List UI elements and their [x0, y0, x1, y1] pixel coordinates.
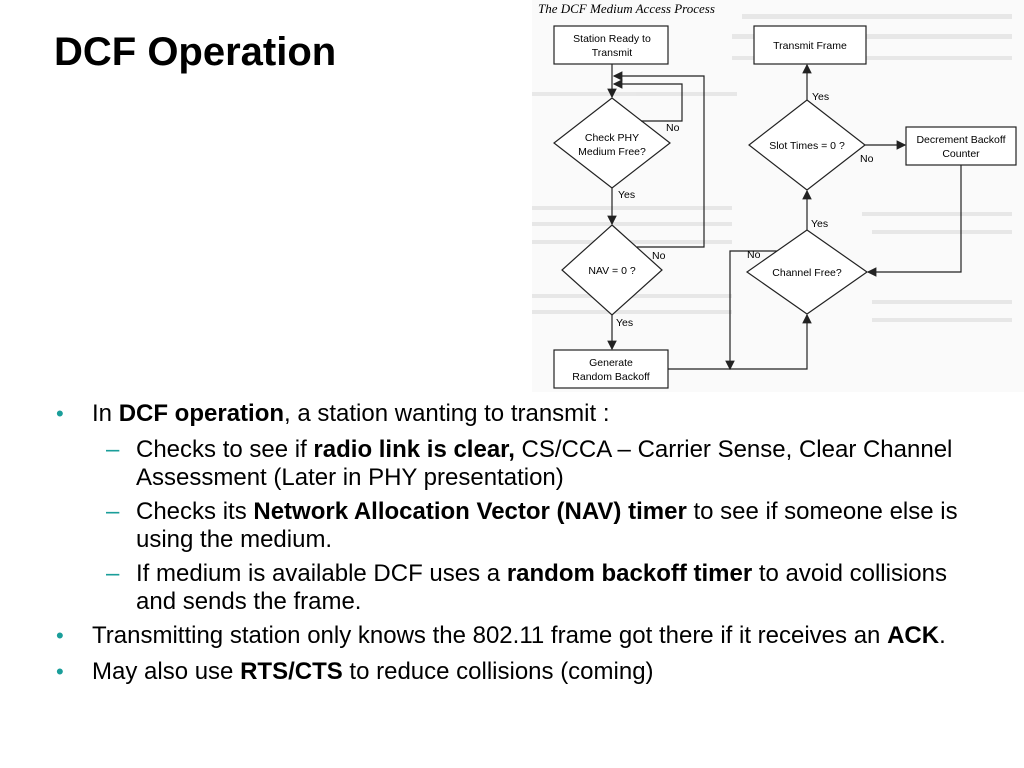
svg-text:Random Backoff: Random Backoff: [572, 371, 650, 383]
bullet-rts-cts: • May also use RTS/CTS to reduce collisi…: [0, 658, 992, 686]
bullet-text: If medium is available DCF uses a: [136, 560, 507, 587]
sub-bullet-marker: –: [106, 436, 120, 463]
node-decrement-backoff: Decrement Backoff Counter: [905, 126, 1017, 166]
svg-text:Counter: Counter: [942, 148, 980, 160]
figure-caption: The DCF Medium Access Process: [538, 1, 715, 16]
bullet-text: May also use: [92, 658, 241, 685]
svg-text:No: No: [666, 122, 680, 134]
svg-text:Generate: Generate: [589, 357, 633, 369]
bullet-text: to avoid collisions and sends the frame.: [136, 560, 947, 615]
node-generate-backoff: Generate Random Backoff: [553, 349, 669, 389]
dcf-flowchart-figure: The DCF Medium Access Process Station Re…: [532, 0, 1024, 392]
node-transmit-frame: Transmit Frame: [753, 25, 867, 65]
bullet-text: CS/CCA – Carrier Sense, Clear Channel As…: [136, 436, 953, 491]
node-station-ready: Station Ready to Transmit: [553, 25, 669, 65]
bullet-text: In: [92, 400, 119, 427]
bullet-text: , a station wanting to transmit :: [284, 400, 610, 427]
svg-text:Channel Free?: Channel Free?: [772, 267, 842, 279]
slide-title: DCF Operation: [54, 30, 337, 74]
svg-text:Slot Times = 0 ?: Slot Times = 0 ?: [769, 140, 845, 152]
bullet-text: to see if someone else is using the medi…: [136, 498, 958, 553]
svg-text:No: No: [860, 153, 874, 165]
flowchart-edges: [607, 63, 962, 371]
bullet-text: .: [939, 622, 946, 649]
bullet-bold: ACK: [887, 622, 940, 649]
sub-bullet-backoff-timer: – If medium is available DCF uses a rand…: [0, 560, 986, 616]
svg-text:Yes: Yes: [618, 189, 635, 201]
svg-text:Yes: Yes: [811, 218, 828, 230]
bullet-bold: RTS/CTS: [240, 658, 343, 685]
node-check-phy: Check PHY Medium Free?: [553, 97, 671, 189]
bullet-text: Transmitting station only knows the 802.…: [92, 622, 888, 649]
node-slot-times: Slot Times = 0 ?: [748, 99, 866, 191]
bullet-ack: • Transmitting station only knows the 80…: [0, 622, 992, 650]
bullet-text: Checks its: [136, 498, 254, 525]
svg-text:No: No: [652, 250, 666, 262]
svg-text:Yes: Yes: [616, 317, 633, 329]
sub-bullet-marker: –: [106, 498, 120, 525]
svg-text:Station Ready to: Station Ready to: [573, 33, 651, 45]
flowchart-edge-labels: No Yes No Yes Yes No Yes No: [616, 91, 874, 329]
svg-text:No: No: [747, 249, 761, 261]
svg-text:NAV = 0 ?: NAV = 0 ?: [588, 265, 636, 277]
bullet-bold: Network Allocation Vector (NAV) timer: [253, 498, 687, 525]
svg-text:Decrement Backoff: Decrement Backoff: [916, 134, 1005, 146]
svg-text:Transmit: Transmit: [592, 47, 633, 59]
sub-bullet-nav-timer: – Checks its Network Allocation Vector (…: [0, 498, 986, 554]
bullet-text: to reduce collisions (coming): [342, 658, 654, 685]
bullet-bold: radio link is clear,: [313, 436, 515, 463]
bullet-marker: •: [56, 401, 64, 426]
bullet-bold: DCF operation: [118, 400, 285, 427]
bullet-marker: •: [56, 659, 64, 684]
sub-bullet-radio-link: – Checks to see if radio link is clear, …: [0, 436, 986, 492]
svg-text:Yes: Yes: [812, 91, 829, 103]
bullet-bold: random backoff timer: [506, 560, 753, 587]
bullet-dcf-operation: • In DCF operation, a station wanting to…: [0, 400, 992, 428]
sub-bullet-marker: –: [106, 560, 120, 587]
node-channel-free: Channel Free?: [745, 229, 869, 315]
svg-text:Check PHY: Check PHY: [585, 132, 639, 144]
bullet-list: • In DCF operation, a station wanting to…: [0, 400, 1024, 694]
bullet-marker: •: [56, 623, 64, 648]
svg-text:Transmit Frame: Transmit Frame: [773, 40, 847, 52]
node-nav-check: NAV = 0 ?: [561, 224, 663, 316]
bullet-text: Checks to see if: [136, 436, 314, 463]
svg-text:Medium Free?: Medium Free?: [578, 146, 646, 158]
